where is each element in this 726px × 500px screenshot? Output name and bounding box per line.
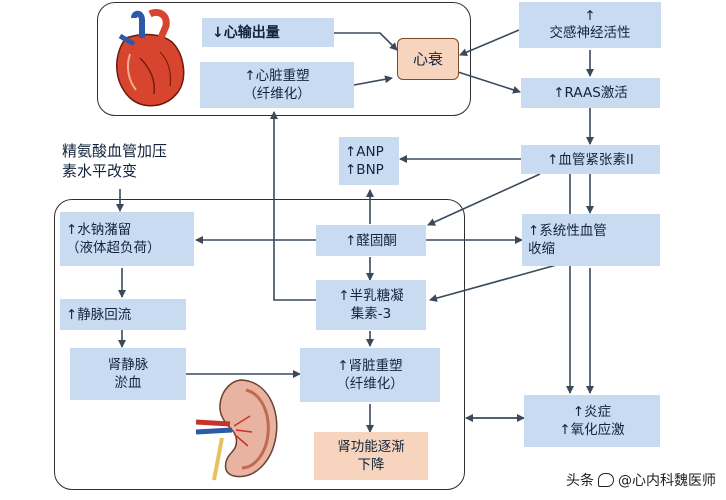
watermark-handle: @心内科魏医师 — [618, 473, 716, 489]
arrow-gal-to-remodel — [270, 111, 316, 301]
avp-node: 精氨酸血管加压 素水平改变 — [62, 142, 168, 180]
aldosterone-node: ↑醛固酮 — [316, 225, 426, 256]
heart-region — [97, 2, 471, 116]
angiotensin-node: ↑血管紧张素II — [521, 145, 660, 174]
watermark: 头条 @心内科魏医师 — [566, 470, 716, 490]
galectin-node: ↑半乳糖凝 集素-3 — [316, 280, 426, 330]
arrow-vaso-to-gal — [429, 263, 561, 302]
anp-bnp-node: ↑ANP ↑BNP — [339, 137, 399, 185]
arrow-co-to-hf — [334, 32, 398, 51]
arrow-remodel-to-hf — [353, 75, 393, 86]
heart-illustration-icon — [116, 9, 185, 107]
renal-congestion-node: 肾静脉 淤血 — [70, 348, 186, 400]
venous-return-node: ↑静脉回流 — [60, 299, 186, 330]
arrow-sym-to-hf — [459, 29, 520, 56]
heart-failure-node: 心衰 — [397, 38, 459, 80]
renal-decline-node: 肾功能逐渐 下降 — [314, 432, 428, 480]
raas-node: ↑RAAS激活 — [521, 78, 660, 108]
sodium-retention-node: ↑水钠潴留 （液体超负荷） — [60, 212, 194, 266]
sympathetic-node: ↑ 交感神经活性 — [519, 2, 661, 48]
arrow-ang-to-ald — [427, 173, 541, 226]
arrow-hf-to-raas — [457, 71, 521, 94]
watermark-prefix: 头条 — [566, 473, 594, 489]
vasoconstriction-node: ↑系统性血管 收缩 — [522, 214, 660, 266]
kidney-region — [54, 199, 465, 490]
cardiac-output-node: ↓心输出量 — [202, 18, 334, 47]
kidney-illustration-icon — [195, 379, 278, 481]
inflammation-node: ↑炎症 ↑氧化应激 — [524, 395, 660, 447]
chat-bubble-icon — [598, 473, 614, 487]
cardiac-remodel-node: ↑心脏重塑 （纤维化） — [200, 62, 354, 108]
renal-remodel-node: ↑肾脏重塑 （纤维化） — [300, 348, 440, 402]
